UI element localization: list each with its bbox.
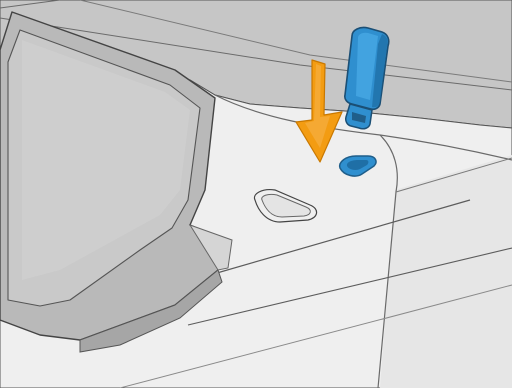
printer-right-facet	[380, 155, 512, 388]
